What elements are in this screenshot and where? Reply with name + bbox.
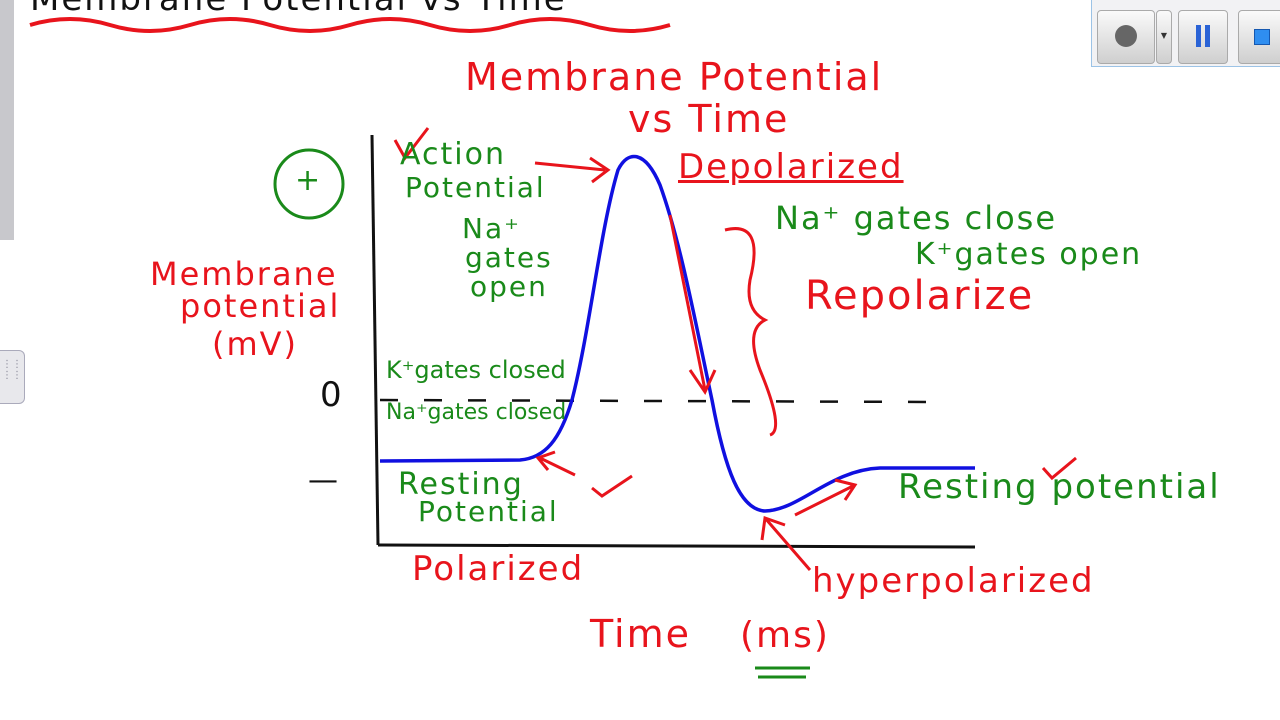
stop-button[interactable] (1238, 10, 1280, 64)
minus-label: — (308, 463, 340, 498)
side-panel-handle[interactable]: ⋮⋮⋮⋮ (0, 350, 25, 404)
chevron-down-icon: ▼ (1160, 31, 1168, 40)
resting-left-line2: Potential (418, 495, 559, 528)
record-button[interactable] (1097, 10, 1155, 64)
check-mark-action (393, 127, 430, 161)
record-icon (1115, 25, 1137, 47)
page-heading: Membrane Potential vs Time (30, 0, 567, 16)
arrow-repolarize (668, 214, 717, 396)
na-close-label: Na⁺ gates close (775, 199, 1058, 237)
arrow-action-potential (534, 156, 611, 184)
x-axis (377, 543, 976, 549)
pause-button[interactable] (1178, 10, 1228, 64)
y-label-line2: potential (180, 287, 341, 325)
depolarized-label: Depolarized (678, 147, 904, 187)
check-mark-resting-left (591, 474, 633, 498)
resting-left-line1: Resting (398, 467, 524, 502)
scrollbar[interactable] (0, 0, 14, 240)
y-label-line1: Membrane (150, 255, 338, 293)
brace-repolarize (724, 227, 778, 437)
arrow-resting-left (535, 450, 576, 477)
arrow-resting-right (794, 478, 858, 517)
zero-dashed-line (379, 398, 941, 404)
k-open-label: K⁺gates open (915, 237, 1143, 272)
resting-right-label: Resting potential (898, 467, 1221, 507)
action-label-line2: Potential (405, 171, 546, 204)
grip-icon: ⋮⋮⋮⋮ (2, 359, 22, 381)
action-label-line1: Action (400, 137, 506, 172)
record-options-button[interactable]: ▼ (1156, 10, 1172, 64)
heading-underline (29, 17, 671, 33)
x-axis-label: Time (590, 612, 691, 656)
y-label-line3: (mV) (212, 325, 299, 363)
na-open-line3: open (470, 270, 548, 303)
diagram-title-line1: Membrane Potential (465, 55, 884, 99)
polarized-label: Polarized (412, 549, 585, 589)
stop-icon (1254, 29, 1270, 45)
zero-label: 0 (320, 375, 344, 415)
ms-double-underline (755, 666, 810, 679)
arrow-hyperpolarized (760, 515, 812, 571)
check-mark-resting-right (1041, 456, 1077, 481)
x-axis-unit: (ms) (740, 615, 830, 656)
k-closed-label: K⁺gates closed (386, 356, 566, 384)
pause-icon (1196, 25, 1210, 47)
diagram-title-line2: vs Time (628, 97, 790, 141)
action-potential-curve (379, 154, 975, 513)
na-open-line1: Na⁺ (462, 212, 521, 245)
na-open-line2: gates (465, 241, 553, 274)
recorder-toolbar: ▼ (1091, 0, 1280, 67)
na-closed-label: Na⁺gates closed (386, 400, 567, 425)
plus-circle (273, 148, 345, 220)
y-axis (370, 134, 380, 546)
plus-label: + (295, 163, 323, 198)
repolarize-label: Repolarize (805, 273, 1035, 319)
hyperpolarized-label: hyperpolarized (812, 561, 1095, 601)
